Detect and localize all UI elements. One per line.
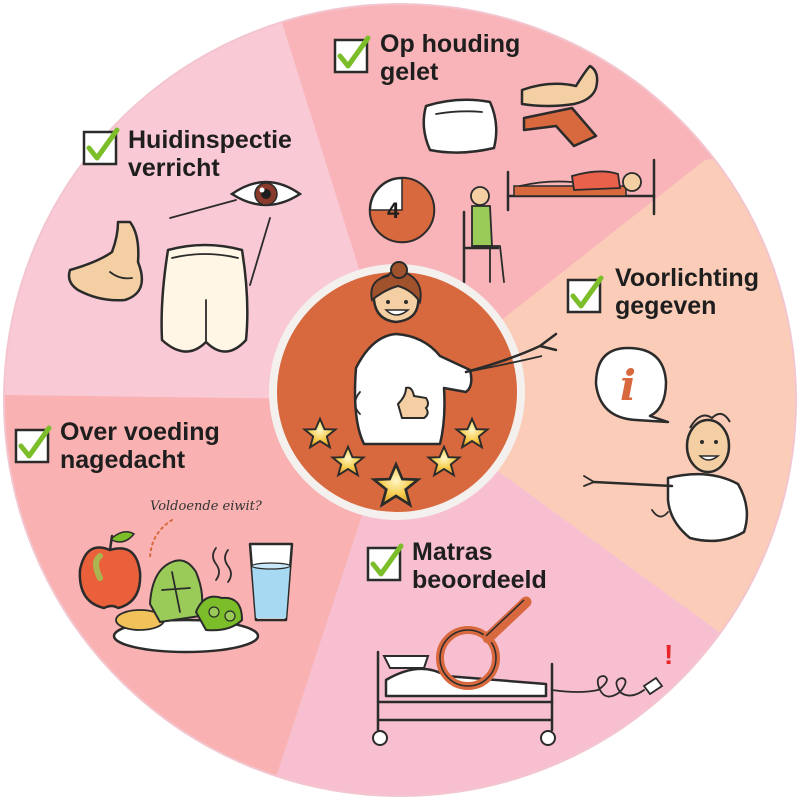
vegetable-plate-icon bbox=[112, 547, 260, 654]
alert-mark: ! bbox=[664, 639, 673, 670]
plug-icon: ! bbox=[551, 639, 673, 698]
segment-title-line1: Over voeding bbox=[60, 418, 220, 446]
segment-title-line1: Op houding bbox=[380, 30, 520, 58]
segment-title-line2: nagedacht bbox=[60, 446, 186, 474]
buttocks-icon bbox=[160, 243, 249, 353]
nurse-icon bbox=[353, 261, 558, 446]
protein-question-note: Voldoende eiwit? bbox=[150, 499, 263, 514]
star-icon bbox=[301, 416, 339, 450]
raised-leg-icon bbox=[520, 64, 599, 148]
segment-title-line2: beoordeeld bbox=[412, 566, 547, 594]
segment-nutrition-content: Over voeding nagedacht Voldoende eiwit? bbox=[14, 418, 294, 654]
segment-mattress-content: Matras beoordeeld ! bbox=[366, 538, 673, 746]
segment-title-line2: gelet bbox=[380, 58, 439, 86]
sight-line bbox=[249, 217, 271, 286]
star-icon bbox=[425, 444, 463, 478]
segment-information bbox=[400, 150, 796, 796]
segment-title-line1: Voorlichting bbox=[615, 264, 759, 292]
center-medallion bbox=[269, 261, 558, 520]
wheel-outline bbox=[3, 3, 797, 797]
checkbox-checked-icon bbox=[566, 275, 604, 314]
timer-value: 4 bbox=[387, 198, 400, 223]
info-letter: i bbox=[620, 361, 636, 410]
segment-posture-content: Op houding gelet 4 bbox=[333, 30, 656, 284]
segment-title-line2: verricht bbox=[128, 154, 220, 182]
magnifier-icon bbox=[436, 596, 532, 690]
segment-title-line1: Huidinspectie bbox=[128, 126, 292, 154]
info-speech-bubble-icon: i bbox=[594, 346, 670, 424]
hospital-bed-icon bbox=[372, 650, 556, 746]
checkbox-checked-icon bbox=[82, 127, 120, 166]
apple-icon bbox=[78, 531, 142, 610]
patient-in-bed-icon bbox=[506, 158, 656, 216]
pillow-icon bbox=[422, 98, 498, 154]
water-glass-icon bbox=[248, 542, 294, 622]
checkbox-checked-icon bbox=[366, 543, 404, 582]
timer-icon: 4 bbox=[368, 176, 436, 244]
segment-title-line2: gegeven bbox=[615, 292, 716, 320]
seated-person-icon bbox=[462, 186, 505, 284]
checkbox-checked-icon bbox=[14, 425, 52, 464]
sight-line bbox=[169, 199, 237, 219]
segment-title-line1: Matras bbox=[412, 538, 493, 566]
star-icon bbox=[453, 416, 491, 450]
star-icon bbox=[370, 460, 422, 508]
star-icon bbox=[329, 444, 367, 478]
thumbs-up-icon bbox=[396, 386, 429, 419]
pointing-person-icon bbox=[583, 412, 749, 543]
foot-icon bbox=[67, 220, 144, 302]
eye-icon bbox=[229, 180, 303, 207]
star-rating bbox=[301, 416, 491, 508]
segment-skin-content: Huidinspectie verricht bbox=[67, 126, 303, 353]
segment-information-content: Voorlichting gegeven i bbox=[566, 264, 759, 543]
checkbox-checked-icon bbox=[333, 35, 371, 74]
note-pointer bbox=[149, 519, 173, 561]
